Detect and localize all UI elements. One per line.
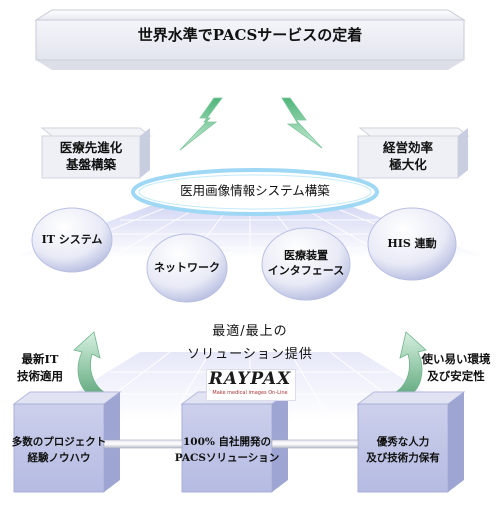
cube-middle-label: 100% 自社開発の PACSソリューション bbox=[174, 434, 280, 466]
sphere-device-line1: 医療装置 bbox=[284, 249, 328, 262]
left-top-box-line1: 医療先進化 bbox=[59, 140, 123, 155]
left-side-label: 最新IT 技術適用 bbox=[2, 351, 78, 385]
left-lightning-icon bbox=[179, 97, 223, 151]
banner-title: 世界水準でPACSサービスの定着 bbox=[137, 26, 363, 44]
right-top-box-line1: 経営効率 bbox=[382, 140, 433, 155]
right-side-line2: 及び安定性 bbox=[427, 369, 485, 383]
raypax-logo-tagline: Make medical images On-Line bbox=[212, 390, 288, 396]
left-side-line2: 技術適用 bbox=[17, 369, 63, 383]
sphere-his-label: HIS 連動 bbox=[368, 236, 456, 251]
cube-left-line2: 経験ノウハウ bbox=[27, 452, 91, 464]
solution-line1: 最適/最上の bbox=[212, 324, 288, 339]
center-label: 医用画像情報システム構築 bbox=[180, 183, 330, 198]
cube-right-label: 優秀な人力 及び技術力保有 bbox=[350, 434, 456, 466]
cube-right-line1: 優秀な人力 bbox=[376, 436, 430, 448]
left-top-box-line2: 基盤構築 bbox=[65, 157, 116, 172]
cube-right-line2: 及び技術力保有 bbox=[366, 452, 440, 464]
sphere-network-line1: ネットワーク bbox=[154, 261, 220, 274]
solution-line2: ソリューション提供 bbox=[187, 347, 313, 362]
cube-right bbox=[356, 391, 466, 493]
right-lightning-icon bbox=[281, 97, 323, 149]
right-side-label: 使い易い環境 及び安定性 bbox=[412, 351, 500, 385]
right-curved-arrow-icon bbox=[395, 331, 427, 399]
sphere-it-label: IT システム bbox=[32, 232, 112, 247]
sphere-it bbox=[31, 207, 113, 273]
right-side-line1: 使い易い環境 bbox=[421, 352, 491, 366]
cube-left-label: 多数のプロジェクト 経験ノウハウ bbox=[6, 434, 112, 466]
banner-box bbox=[34, 9, 466, 70]
cube-middle-line1: 100% 自社開発の bbox=[182, 436, 272, 448]
right-top-box-line2: 極大化 bbox=[389, 157, 427, 172]
sphere-network bbox=[146, 233, 228, 303]
connector-bar-left bbox=[103, 439, 183, 449]
right-top-box-label: 経営効率 極大化 bbox=[358, 139, 458, 173]
right-top-box bbox=[357, 127, 470, 179]
connector-bar-right bbox=[271, 439, 359, 449]
sphere-his-line1: HIS 連動 bbox=[387, 237, 437, 250]
left-top-box bbox=[40, 127, 152, 179]
cube-middle-line2: PACSソリューション bbox=[174, 452, 280, 464]
left-side-line1: 最新IT bbox=[21, 352, 59, 366]
sphere-it-line1: IT システム bbox=[41, 233, 103, 246]
cube-left bbox=[12, 391, 122, 493]
raypax-logo-text: RAYPAX bbox=[208, 369, 292, 389]
cube-middle bbox=[180, 391, 290, 493]
raypax-logo bbox=[206, 369, 296, 401]
cube-left-line1: 多数のプロジェクト bbox=[11, 436, 107, 448]
center-ellipse bbox=[131, 168, 379, 216]
sphere-device-label: 医療装置 インタフェース bbox=[258, 248, 354, 278]
sphere-network-label: ネットワーク bbox=[147, 260, 227, 275]
left-top-box-label: 医療先進化 基盤構築 bbox=[42, 139, 140, 173]
sphere-device-line2: インタフェース bbox=[267, 264, 345, 277]
left-curved-arrow-icon bbox=[73, 331, 105, 399]
sphere-device bbox=[261, 227, 351, 301]
sphere-his bbox=[367, 207, 457, 281]
